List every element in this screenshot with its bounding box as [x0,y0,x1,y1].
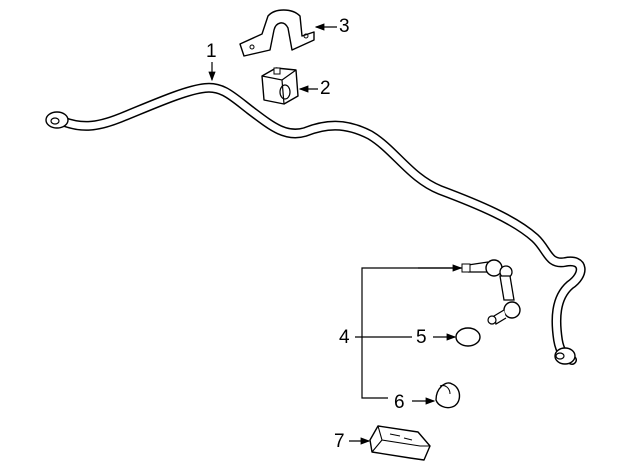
stabilizer-bar[interactable] [45,82,586,365]
callout-4: 4 [339,327,350,348]
boot-part[interactable] [435,382,461,409]
callout-5: 5 [416,327,427,348]
link-part[interactable] [461,259,521,326]
leader-lines [208,23,463,445]
callout-3: 3 [339,16,350,37]
callout-7: 7 [334,431,345,452]
callout-2: 2 [320,78,331,99]
bracket-part[interactable] [239,9,315,57]
callout-1: 1 [206,41,217,62]
shield-part[interactable] [369,425,431,461]
cap-part[interactable] [455,327,481,347]
bushing-part[interactable] [261,67,299,105]
callout-6: 6 [394,392,405,413]
